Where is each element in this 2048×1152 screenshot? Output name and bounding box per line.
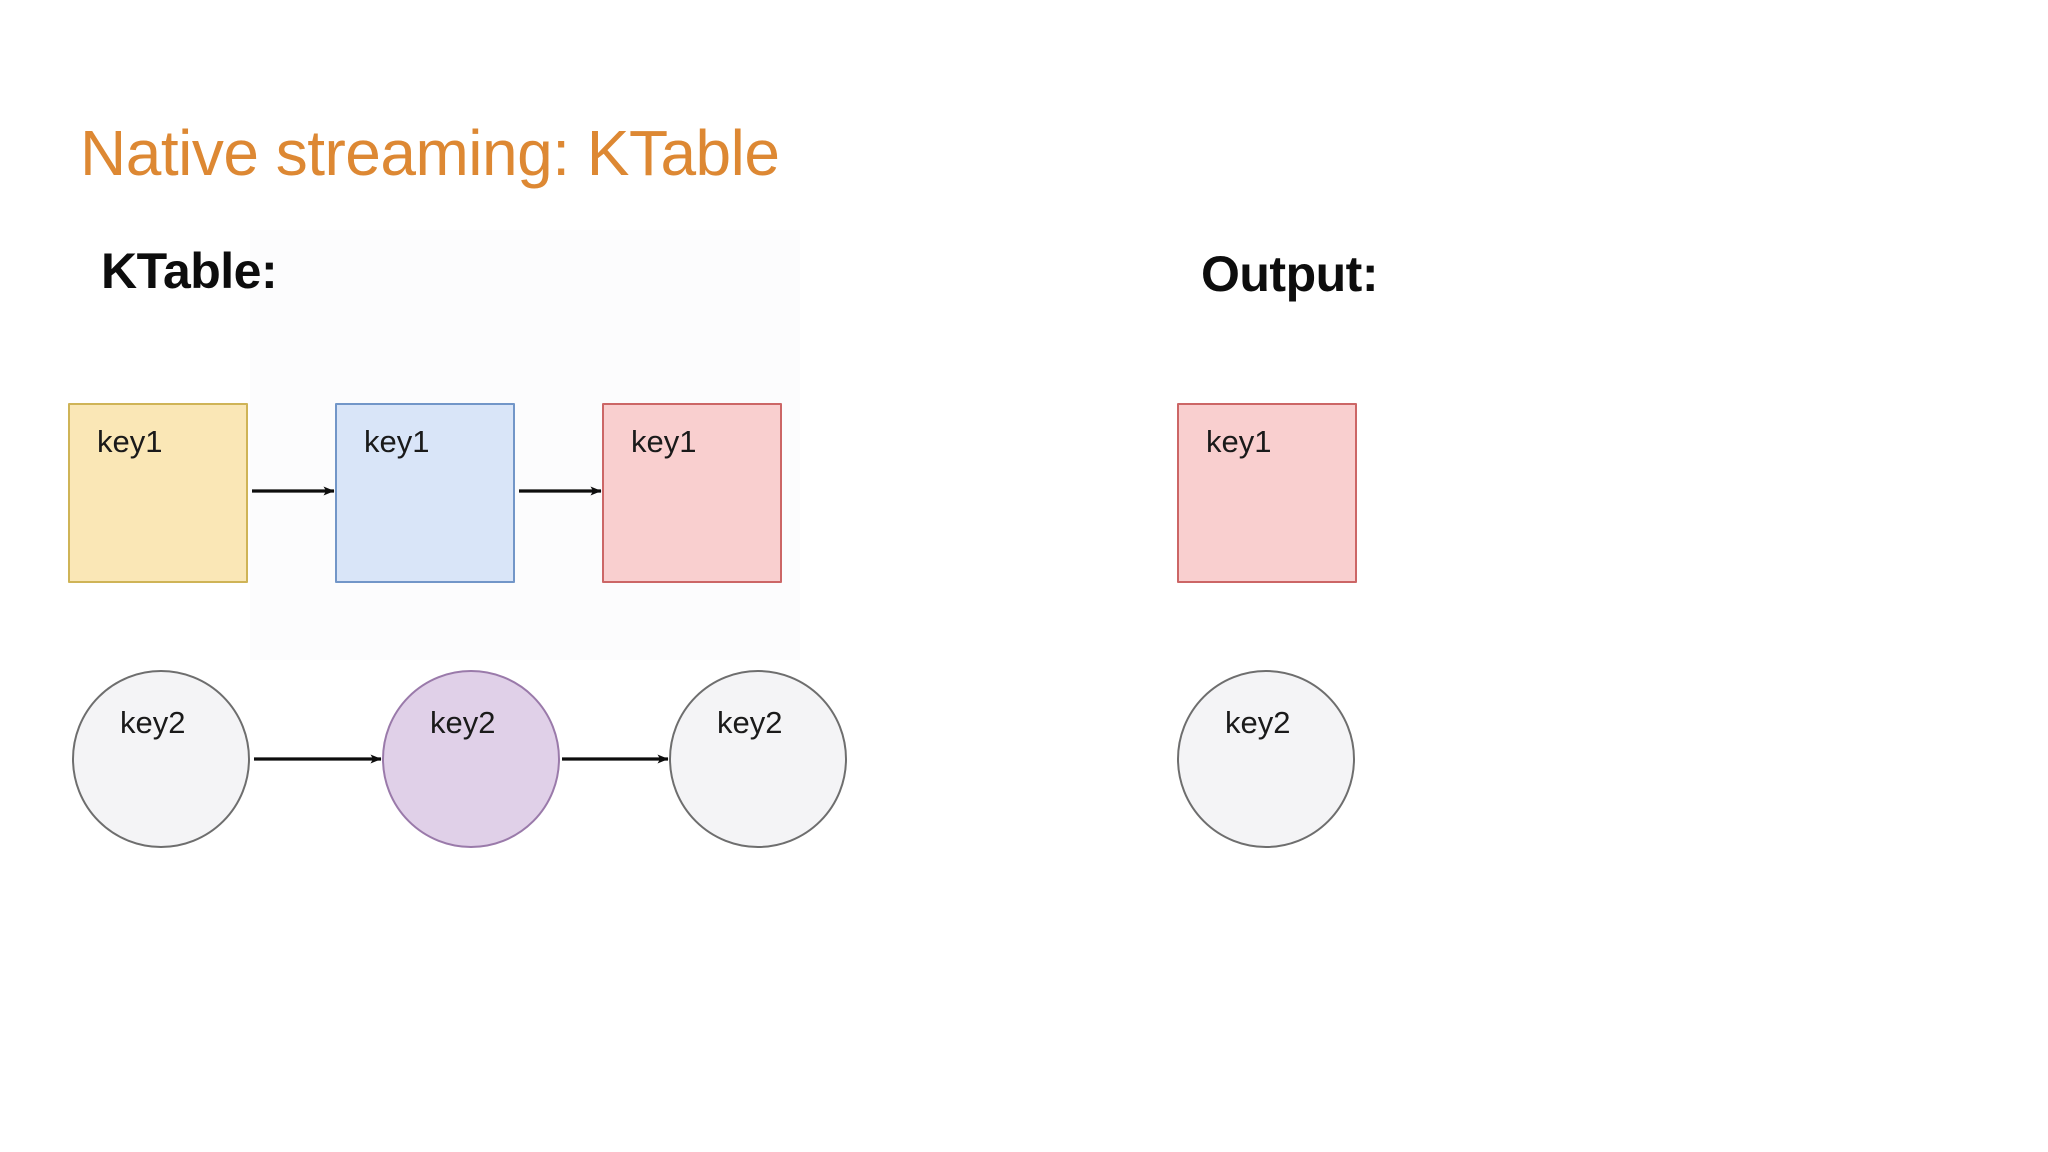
page-title: Native streaming: KTable: [80, 117, 780, 189]
node-label: key2: [120, 705, 186, 740]
ktable-node-key1-yellow[interactable]: key1: [68, 403, 248, 583]
node-label: key1: [631, 424, 697, 459]
ktable-node-key1-red[interactable]: key1: [602, 403, 782, 583]
node-label: key1: [364, 424, 430, 459]
node-label: key2: [430, 705, 496, 740]
node-label: key2: [717, 705, 783, 740]
ktable-node-key2-plain-2[interactable]: key2: [669, 670, 847, 848]
column-heading-output: Output:: [1201, 246, 1378, 302]
ktable-node-key2-plain-1[interactable]: key2: [72, 670, 250, 848]
ktable-node-key2-purple[interactable]: key2: [382, 670, 560, 848]
node-label: key2: [1225, 705, 1291, 740]
column-heading-ktable: KTable:: [101, 243, 278, 299]
output-node-key1-red[interactable]: key1: [1177, 403, 1357, 583]
node-label: key1: [1206, 424, 1272, 459]
ktable-node-key1-blue[interactable]: key1: [335, 403, 515, 583]
node-label: key1: [97, 424, 163, 459]
output-node-key2-plain[interactable]: key2: [1177, 670, 1355, 848]
